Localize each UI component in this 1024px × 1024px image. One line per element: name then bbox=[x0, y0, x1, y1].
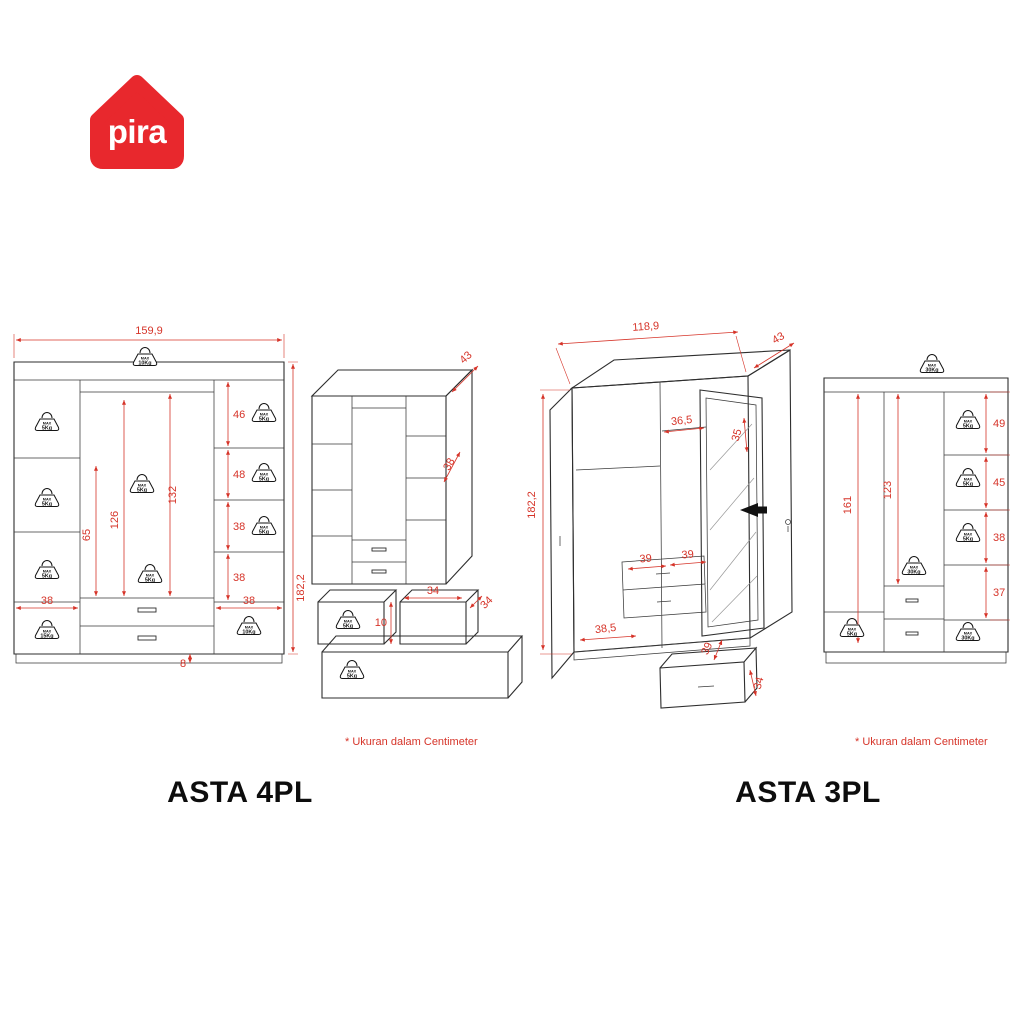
asta4pl-drawer-detail: 10 34 34 MAX5Kg MAX5Kg bbox=[318, 585, 522, 698]
dim-label: 161 bbox=[842, 496, 854, 514]
svg-text:5Kg: 5Kg bbox=[963, 423, 973, 429]
product-title-asta3pl: ASTA 3PL bbox=[735, 776, 881, 810]
dim-label: 37 bbox=[993, 587, 1005, 599]
direction-arrow-icon bbox=[758, 507, 767, 514]
product-title-asta4pl: ASTA 4PL bbox=[167, 776, 313, 810]
max-weight-icon: MAX15Kg bbox=[35, 621, 59, 640]
unit-note: * Ukuran dalam Centimeter bbox=[855, 736, 988, 748]
dim-label: 49 bbox=[993, 418, 1005, 430]
svg-text:30Kg: 30Kg bbox=[961, 635, 974, 641]
max-weight-icon: MAX5Kg bbox=[138, 565, 162, 584]
max-weight-icon: MAX5Kg bbox=[252, 404, 276, 423]
drawer-handle bbox=[906, 599, 918, 602]
dim-label: 43 bbox=[457, 349, 474, 366]
dim-label: 38,5 bbox=[594, 622, 617, 637]
max-weight-icon: MAX5Kg bbox=[35, 561, 59, 580]
max-weight-icon: MAX5Kg bbox=[130, 475, 154, 494]
svg-text:5Kg: 5Kg bbox=[42, 573, 52, 579]
max-weight-icon: MAX5Kg bbox=[252, 464, 276, 483]
pira-logo: pira bbox=[97, 82, 177, 162]
asta3pl-iso-view: 118,9 43 182,2 36,5 35 39 39 38,5 39 34 bbox=[526, 320, 794, 708]
svg-text:5Kg: 5Kg bbox=[963, 481, 973, 487]
max-weight-icon: MAX5Kg bbox=[252, 517, 276, 536]
logo-wordmark: pira bbox=[108, 113, 168, 150]
dim-label: 182,2 bbox=[526, 491, 538, 519]
max-weight-icon: MAX30Kg bbox=[956, 623, 980, 642]
max-weight-icon: MAX5Kg bbox=[840, 619, 864, 638]
dim-label: 36,5 bbox=[670, 414, 693, 428]
dim-label: 126 bbox=[109, 511, 121, 529]
dim-label: 182,2 bbox=[295, 574, 307, 602]
max-weight-icon: MAX5Kg bbox=[35, 489, 59, 508]
unit-note: * Ukuran dalam Centimeter bbox=[345, 736, 478, 748]
drawer-handle bbox=[138, 636, 156, 640]
asta3pl-front-view: 49 45 38 37 161 123 MAX30Kg MAX5Kg MAX5K… bbox=[824, 355, 1010, 664]
svg-text:5Kg: 5Kg bbox=[42, 425, 52, 431]
svg-text:30Kg: 30Kg bbox=[925, 367, 938, 373]
max-weight-icon: MAX10Kg bbox=[237, 617, 261, 636]
dim-label: 118,9 bbox=[632, 320, 659, 334]
dim-label: 35 bbox=[730, 428, 745, 443]
dim-label: 123 bbox=[882, 481, 894, 499]
dim-label: 38 bbox=[233, 521, 245, 533]
asta4pl-front-view: 159,9 182,2 46 48 38 38 132 126 65 38 38… bbox=[14, 325, 307, 670]
max-weight-icon: MAX5Kg bbox=[35, 413, 59, 432]
svg-text:5Kg: 5Kg bbox=[963, 536, 973, 542]
max-weight-icon: MAX5Kg bbox=[956, 469, 980, 488]
dim-label: 34 bbox=[427, 585, 439, 597]
svg-text:5Kg: 5Kg bbox=[847, 631, 857, 637]
svg-text:5Kg: 5Kg bbox=[343, 623, 353, 629]
max-weight-icon: MAX5Kg bbox=[956, 524, 980, 543]
dim-label: 38 bbox=[243, 595, 255, 607]
svg-text:5Kg: 5Kg bbox=[42, 501, 52, 507]
dim-label: 38 bbox=[41, 595, 53, 607]
lock-icon bbox=[786, 520, 791, 525]
svg-text:30Kg: 30Kg bbox=[907, 569, 920, 575]
dim-label: 48 bbox=[233, 469, 245, 481]
dim-label: 39 bbox=[699, 641, 715, 657]
svg-text:5Kg: 5Kg bbox=[347, 673, 357, 679]
open-door-left bbox=[550, 388, 574, 678]
drawer-handle bbox=[138, 608, 156, 612]
drawer-handle bbox=[372, 570, 386, 573]
svg-text:5Kg: 5Kg bbox=[259, 476, 269, 482]
dim-label: 43 bbox=[770, 330, 787, 347]
max-weight-icon: MAX5Kg bbox=[956, 411, 980, 430]
svg-text:5Kg: 5Kg bbox=[145, 577, 155, 583]
max-weight-icon: MAX30Kg bbox=[920, 355, 944, 374]
svg-text:10Kg: 10Kg bbox=[242, 629, 255, 635]
dim-label: 38 bbox=[233, 572, 245, 584]
dim-label: 39 bbox=[681, 549, 694, 562]
svg-text:15Kg: 15Kg bbox=[40, 633, 53, 639]
max-weight-icon: MAX5Kg bbox=[336, 611, 360, 630]
drawer-handle bbox=[372, 548, 386, 551]
svg-text:5Kg: 5Kg bbox=[137, 487, 147, 493]
dim-label: 8 bbox=[180, 658, 186, 670]
dim-label: 65 bbox=[81, 529, 93, 541]
svg-text:10Kg: 10Kg bbox=[138, 360, 151, 366]
asta4pl-iso-view: 43 38 bbox=[312, 349, 478, 584]
dim-label: 45 bbox=[993, 477, 1005, 489]
dim-label: 159,9 bbox=[135, 325, 163, 337]
max-weight-icon: MAX30Kg bbox=[902, 557, 926, 576]
drawer-handle bbox=[906, 632, 918, 635]
dim-label: 10 bbox=[375, 617, 387, 629]
svg-text:5Kg: 5Kg bbox=[259, 529, 269, 535]
dim-label: 38 bbox=[441, 456, 458, 473]
dim-label: 132 bbox=[167, 486, 179, 504]
dim-label: 46 bbox=[233, 409, 245, 421]
svg-text:5Kg: 5Kg bbox=[259, 416, 269, 422]
dim-label: 34 bbox=[752, 676, 767, 691]
dim-label: 38 bbox=[993, 532, 1005, 544]
max-weight-icon: MAX5Kg bbox=[340, 661, 364, 680]
max-weight-icon: MAX10Kg bbox=[133, 348, 157, 367]
dim-label: 39 bbox=[639, 553, 652, 566]
